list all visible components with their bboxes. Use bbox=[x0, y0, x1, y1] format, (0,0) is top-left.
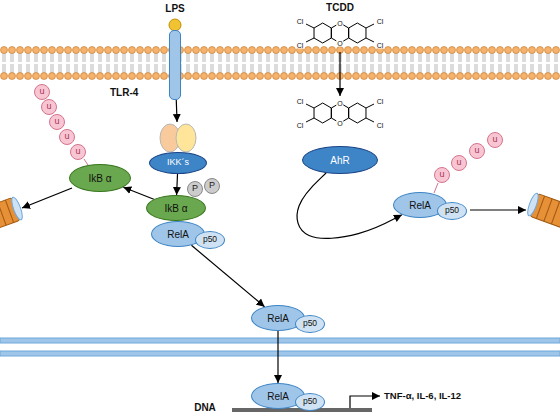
node-label: p50 bbox=[203, 235, 217, 244]
atom-label: Cl bbox=[376, 98, 385, 105]
ikk-subunits bbox=[149, 122, 207, 154]
ubiquitin-link bbox=[434, 183, 438, 193]
node-label: u bbox=[492, 135, 497, 145]
ubiquitin: u bbox=[487, 132, 503, 148]
cell-membrane bbox=[0, 46, 560, 80]
degradation-arrow bbox=[22, 188, 72, 208]
dna-label: DNA bbox=[194, 403, 216, 413]
atom-label: Cl bbox=[296, 98, 305, 105]
phosphate: P bbox=[187, 181, 203, 197]
ubiquitin: u bbox=[70, 144, 86, 160]
node-label: u bbox=[75, 147, 80, 157]
proteasome bbox=[526, 192, 560, 229]
atom-label: O bbox=[336, 100, 343, 107]
node-label: IKK´s bbox=[167, 158, 189, 168]
signal-arrow bbox=[339, 52, 340, 96]
ahr-receptor: AhR bbox=[296, 96, 384, 176]
signal-arrow bbox=[191, 245, 264, 306]
atom-label: Cl bbox=[376, 42, 385, 49]
signal-arrow bbox=[123, 187, 153, 199]
node-label: p50 bbox=[303, 397, 317, 406]
node-label: p50 bbox=[445, 206, 459, 215]
receptor-bar bbox=[169, 30, 181, 100]
signal-arrow bbox=[176, 100, 178, 122]
node-label: AhR bbox=[330, 155, 349, 166]
tlr4-receptor: TLR-4 bbox=[110, 30, 184, 100]
node-label: RelA bbox=[267, 313, 289, 324]
ahr-ellipse: AhR bbox=[302, 146, 378, 174]
node-label: RelA bbox=[167, 229, 189, 240]
ubiquitin: u bbox=[59, 129, 75, 145]
node-label: RelA bbox=[409, 200, 431, 211]
node-label: IkB α bbox=[88, 173, 111, 184]
signal-arrow bbox=[176, 174, 178, 195]
signal-arrow bbox=[297, 173, 402, 238]
atom-label: Cl bbox=[376, 122, 385, 129]
node-label: RelA bbox=[267, 391, 289, 402]
nuclear-membrane bbox=[0, 351, 560, 356]
ubiquitin: u bbox=[49, 114, 65, 130]
node-label: u bbox=[474, 146, 479, 156]
label-holder: TCDD bbox=[296, 2, 384, 13]
ubiquitin: u bbox=[434, 167, 450, 183]
atom-label: Cl bbox=[296, 42, 305, 49]
node-label: P bbox=[209, 181, 215, 191]
ikk-complex: IKK´s bbox=[149, 122, 207, 174]
node-label: u bbox=[39, 87, 44, 97]
p50-subunit: p50 bbox=[295, 393, 325, 411]
ikba-protein: IkB α bbox=[146, 195, 206, 221]
atom-label: Cl bbox=[376, 18, 385, 25]
atom-label: O bbox=[336, 20, 343, 27]
ubiquitin: u bbox=[41, 99, 57, 115]
node-label: u bbox=[64, 132, 69, 142]
ubiquitin: u bbox=[451, 155, 467, 171]
ligand-label: LPS bbox=[165, 4, 184, 14]
node-label: u bbox=[456, 158, 461, 168]
cytokine-label: TNF-α, IL-6, IL-12 bbox=[384, 391, 461, 401]
degradation-arrow bbox=[470, 209, 526, 210]
ikba-protein: IkB α bbox=[69, 164, 131, 192]
label-holder: TLR-4 bbox=[110, 87, 138, 98]
p50-subunit: p50 bbox=[437, 202, 467, 220]
node-label: u bbox=[54, 117, 59, 127]
node-label: p50 bbox=[303, 319, 317, 328]
node-label: u bbox=[439, 170, 444, 180]
phosphate: P bbox=[204, 178, 220, 194]
transcription-arrow bbox=[350, 396, 380, 408]
p50-subunit: p50 bbox=[195, 231, 225, 249]
atom-label: O bbox=[336, 40, 343, 47]
ubiquitin: u bbox=[34, 84, 50, 100]
nuclear-membrane bbox=[0, 338, 560, 343]
node-label: IkB α bbox=[164, 203, 187, 214]
ubiquitin: u bbox=[469, 143, 485, 159]
node-label: u bbox=[46, 102, 51, 112]
node-label: P bbox=[192, 184, 198, 194]
proteasome bbox=[0, 196, 24, 231]
p50-subunit: p50 bbox=[295, 315, 325, 333]
atom-label: Cl bbox=[296, 122, 305, 129]
atom-label: Cl bbox=[296, 18, 305, 25]
ikk-ellipse: IKK´s bbox=[149, 152, 207, 174]
signal-arrow bbox=[277, 331, 278, 383]
node-label: TCDD bbox=[296, 2, 384, 13]
node-label: TLR-4 bbox=[110, 87, 138, 98]
atom-label: O bbox=[336, 120, 343, 127]
